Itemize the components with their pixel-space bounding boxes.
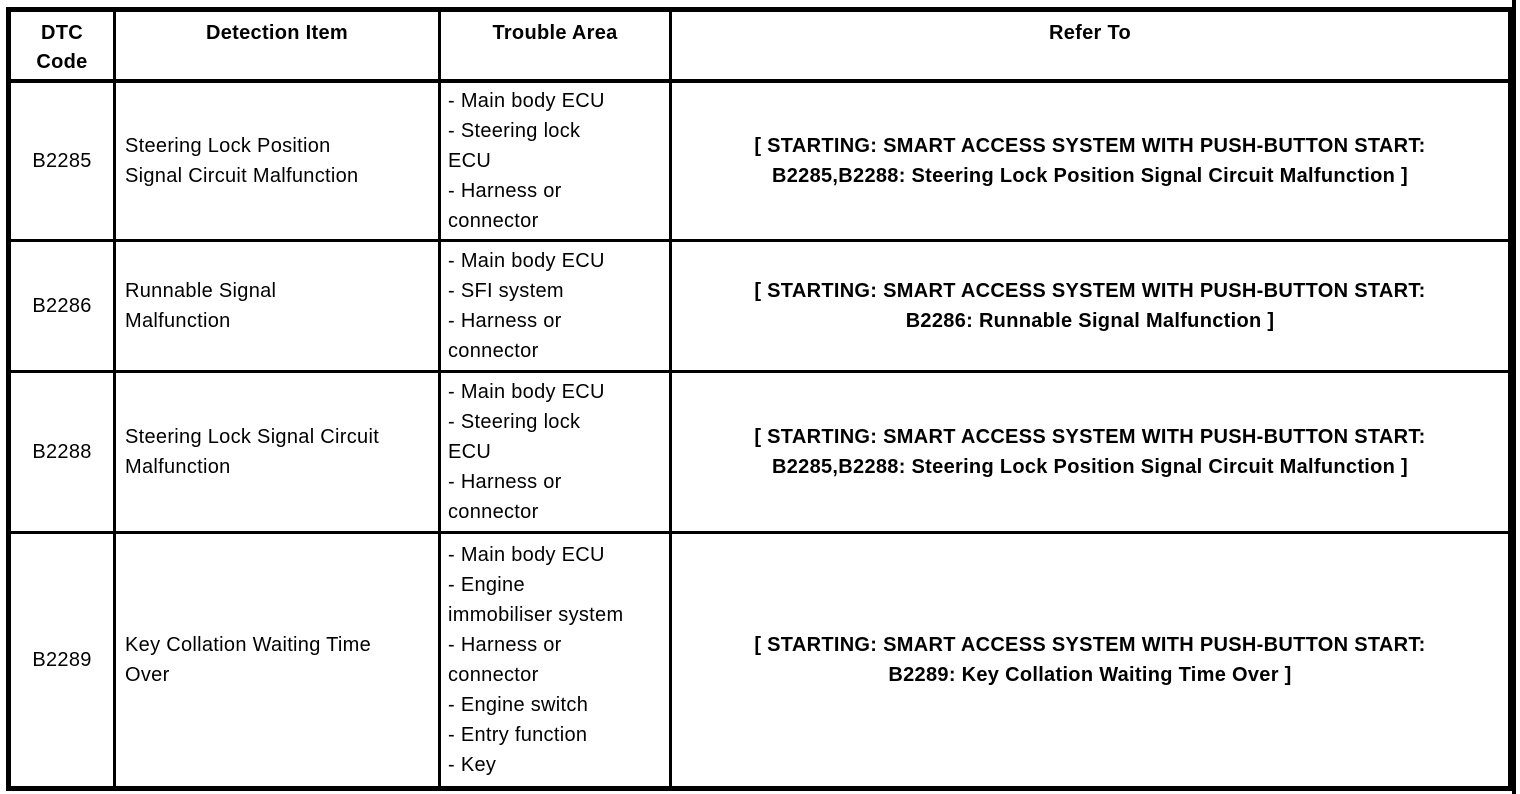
trouble-area-cell: - Main body ECU - Steering lock ECU - Ha… <box>438 370 672 534</box>
dtc-code-cell: B2288 <box>7 370 116 534</box>
detection-item-cell: Runnable Signal Malfunction <box>113 239 441 373</box>
table-header-row: DTC Code Detection Item Trouble Area Ref… <box>7 8 1512 83</box>
dtc-code-cell: B2285 <box>7 79 116 242</box>
dtc-code-cell: B2289 <box>7 531 116 790</box>
detection-item-text: Key Collation Waiting Time Over <box>125 634 372 686</box>
trouble-area-item: - Steering lock ECU <box>448 411 581 463</box>
refer-to-link[interactable]: [ STARTING: SMART ACCESS SYSTEM WITH PUS… <box>754 634 1426 686</box>
refer-to-cell: [ STARTING: SMART ACCESS SYSTEM WITH PUS… <box>669 531 1512 790</box>
refer-to-cell: [ STARTING: SMART ACCESS SYSTEM WITH PUS… <box>669 79 1512 242</box>
detection-item-cell: Steering Lock Signal Circuit Malfunction <box>113 370 441 534</box>
trouble-area-item: - Main body ECU <box>448 544 605 566</box>
col-header-refer-to: Refer To <box>669 8 1512 83</box>
detection-item-cell: Key Collation Waiting Time Over <box>113 531 441 790</box>
detection-item-text: Steering Lock Signal Circuit Malfunction <box>125 426 380 478</box>
refer-to-cell: [ STARTING: SMART ACCESS SYSTEM WITH PUS… <box>669 370 1512 534</box>
detection-item-text: Steering Lock Position Signal Circuit Ma… <box>125 134 359 187</box>
trouble-area-item: - Steering lock ECU <box>448 119 581 172</box>
refer-to-link[interactable]: [ STARTING: SMART ACCESS SYSTEM WITH PUS… <box>754 426 1426 478</box>
table-row: B2285 Steering Lock Position Signal Circ… <box>7 79 1512 242</box>
table-row: B2286 Runnable Signal Malfunction - Main… <box>7 239 1512 373</box>
refer-to-cell: [ STARTING: SMART ACCESS SYSTEM WITH PUS… <box>669 239 1512 373</box>
table-row: B2289 Key Collation Waiting Time Over - … <box>7 531 1512 790</box>
col-header-dtc-code-label: DTC Code <box>36 22 88 73</box>
trouble-area-item: - Main body ECU <box>448 89 605 112</box>
trouble-area-item: - Key <box>448 754 497 776</box>
col-header-trouble-area: Trouble Area <box>438 8 672 83</box>
refer-to-link[interactable]: [ STARTING: SMART ACCESS SYSTEM WITH PUS… <box>754 134 1426 187</box>
dtc-table: DTC Code Detection Item Trouble Area Ref… <box>6 7 1513 791</box>
detection-item-text: Runnable Signal Malfunction <box>125 280 277 332</box>
col-header-detection-item: Detection Item <box>113 8 441 83</box>
page-edge-line <box>1512 0 1516 794</box>
col-header-dtc-code: DTC Code <box>7 8 116 83</box>
trouble-area-item: - Main body ECU <box>448 250 605 272</box>
trouble-area-cell: - Main body ECU - Steering lock ECU - Ha… <box>438 79 672 242</box>
trouble-area-item: - Main body ECU <box>448 381 605 403</box>
refer-to-link[interactable]: [ STARTING: SMART ACCESS SYSTEM WITH PUS… <box>754 280 1426 332</box>
trouble-area-cell: - Main body ECU - Engine immobiliser sys… <box>438 531 672 790</box>
trouble-area-cell: - Main body ECU - SFI system - Harness o… <box>438 239 672 373</box>
trouble-area-item: - Entry function <box>448 724 588 746</box>
trouble-area-item: - SFI system <box>448 280 564 302</box>
dtc-code-cell: B2286 <box>7 239 116 373</box>
trouble-area-item: - Engine immobiliser system <box>448 574 624 626</box>
trouble-area-item: - Harness or connector <box>448 634 562 686</box>
trouble-area-item: - Harness or connector <box>448 471 562 523</box>
trouble-area-item: - Harness or connector <box>448 310 562 362</box>
detection-item-cell: Steering Lock Position Signal Circuit Ma… <box>113 79 441 242</box>
trouble-area-item: - Harness or connector <box>448 179 562 232</box>
trouble-area-item: - Engine switch <box>448 694 589 716</box>
table-row: B2288 Steering Lock Signal Circuit Malfu… <box>7 370 1512 534</box>
